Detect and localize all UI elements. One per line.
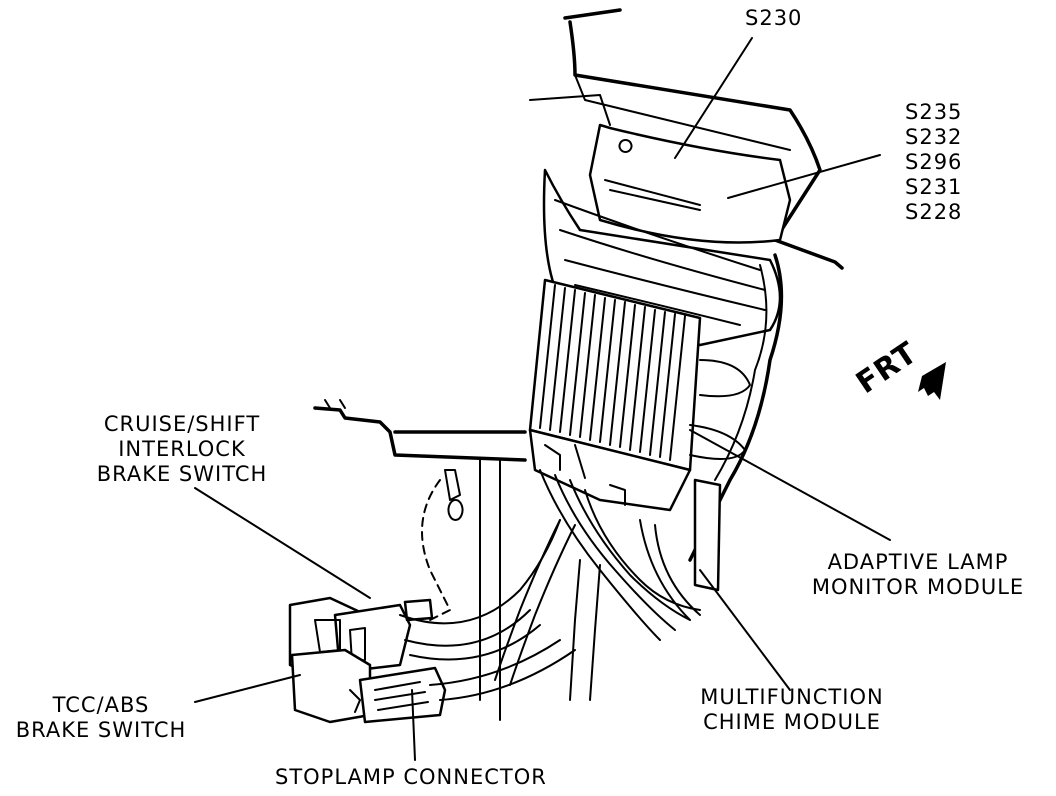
chime-module: [693, 478, 722, 592]
leader-cruise-switch: [194, 487, 371, 599]
label-tcc-line1: TCC/ABS: [52, 693, 150, 717]
label-splice-s228: S228: [905, 200, 963, 224]
pedal-arm: [444, 459, 501, 721]
label-tcc-abs-switch: TCC/ABS BRAKE SWITCH: [6, 693, 196, 743]
label-splice-s232: S232: [905, 125, 963, 149]
leader-stoplamp: [411, 689, 416, 761]
wire-clip: [689, 359, 751, 460]
label-multifunction-chime: MULTIFUNCTION CHIME MODULE: [690, 685, 894, 735]
label-s230: S230: [745, 6, 803, 30]
label-splice-s231: S231: [905, 175, 963, 199]
leader-chime-module: [699, 569, 791, 691]
label-adaptive-line1: ADAPTIVE LAMP: [827, 550, 1009, 574]
bracket-lines: [604, 139, 701, 211]
leader-s230: [674, 37, 753, 159]
label-stoplamp-connector: STOPLAMP CONNECTOR: [275, 765, 547, 789]
label-cruise-line3: BRAKE SWITCH: [96, 462, 268, 486]
label-cruise-shift-switch: CRUISE/SHIFT INTERLOCK BRAKE SWITCH: [82, 412, 282, 487]
leader-adaptive-lamp: [689, 429, 891, 541]
module-connector: [528, 428, 692, 512]
leader-tcc-switch: [194, 674, 301, 703]
label-adaptive-line2: MONITOR MODULE: [811, 575, 1025, 599]
conduit-left: [494, 519, 576, 686]
label-cruise-line2: INTERLOCK: [118, 437, 246, 461]
leader-splice-group: [727, 154, 881, 199]
label-adaptive-lamp-module: ADAPTIVE LAMP MONITOR MODULE: [800, 550, 1036, 600]
front-arrow-icon: [918, 362, 946, 400]
conduit-center: [569, 559, 601, 701]
module-fins: [539, 284, 686, 461]
label-chime-line1: MULTIFUNCTION: [700, 685, 884, 709]
switch-wires: [399, 519, 576, 701]
label-cruise-line1: CRUISE/SHIFT: [103, 412, 261, 436]
switch-plunger: [403, 598, 434, 622]
label-tcc-line2: BRAKE SWITCH: [15, 718, 187, 742]
label-splice-s235: S235: [905, 100, 963, 124]
tcc-switch-body: [290, 648, 372, 724]
dashed-wire: [421, 479, 451, 621]
label-splice-s296: S296: [905, 150, 963, 174]
pedal-bracket: [313, 406, 527, 462]
dash-panel-edge: [529, 74, 791, 151]
dash-panel-outline: [563, 8, 844, 270]
label-splice-group: S235 S232 S296 S231 S228: [905, 100, 962, 225]
harness-wrap-lines: [554, 199, 766, 326]
label-chime-line2: CHIME MODULE: [703, 710, 881, 734]
